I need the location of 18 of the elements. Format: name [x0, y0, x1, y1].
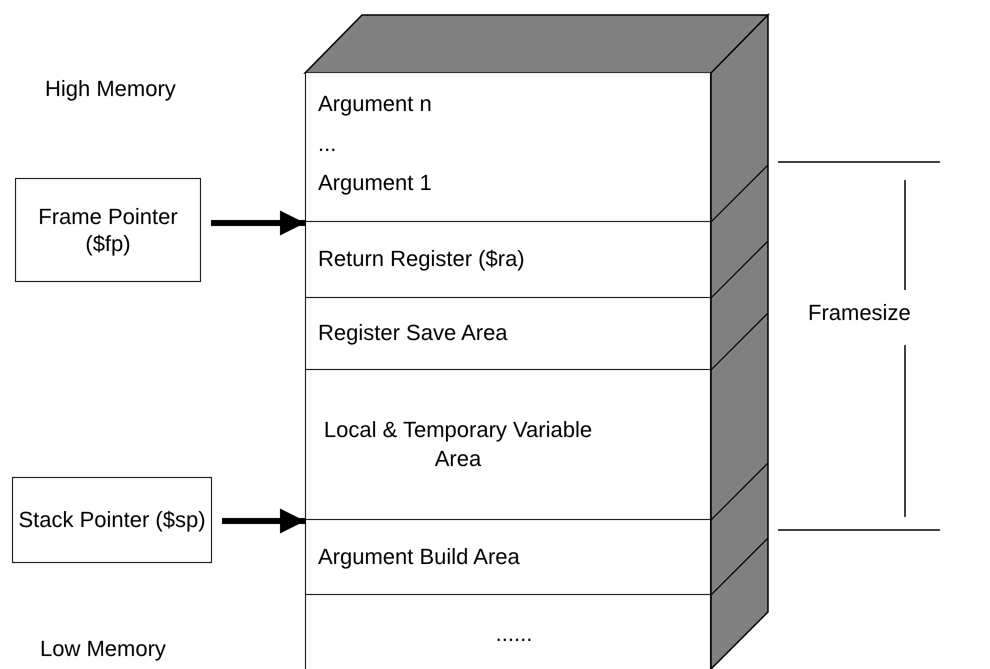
row-label: Return Register ($ra) — [318, 245, 525, 274]
arrow — [222, 508, 305, 534]
row-label: Register Save Area — [318, 319, 508, 348]
arrow — [211, 210, 305, 236]
pointer-box: Frame Pointer ($fp) — [15, 178, 201, 282]
stack-frame-row — [305, 73, 711, 222]
stack-frame-row — [305, 370, 711, 520]
row-label: Local & Temporary Variable Area — [322, 416, 594, 472]
row-label: Argument n — [318, 90, 432, 118]
stack-frame-row — [305, 222, 711, 298]
row-label: ...... — [496, 620, 532, 648]
row-label: Argument Build Area — [318, 542, 520, 571]
row-label: Argument 1 — [318, 169, 432, 198]
row-label: ... — [318, 130, 336, 158]
stack-frame-row — [305, 298, 711, 370]
stack-frame-row — [305, 520, 711, 595]
pointer-box: Stack Pointer ($sp) — [12, 477, 212, 563]
stack-frame-row — [305, 595, 711, 669]
